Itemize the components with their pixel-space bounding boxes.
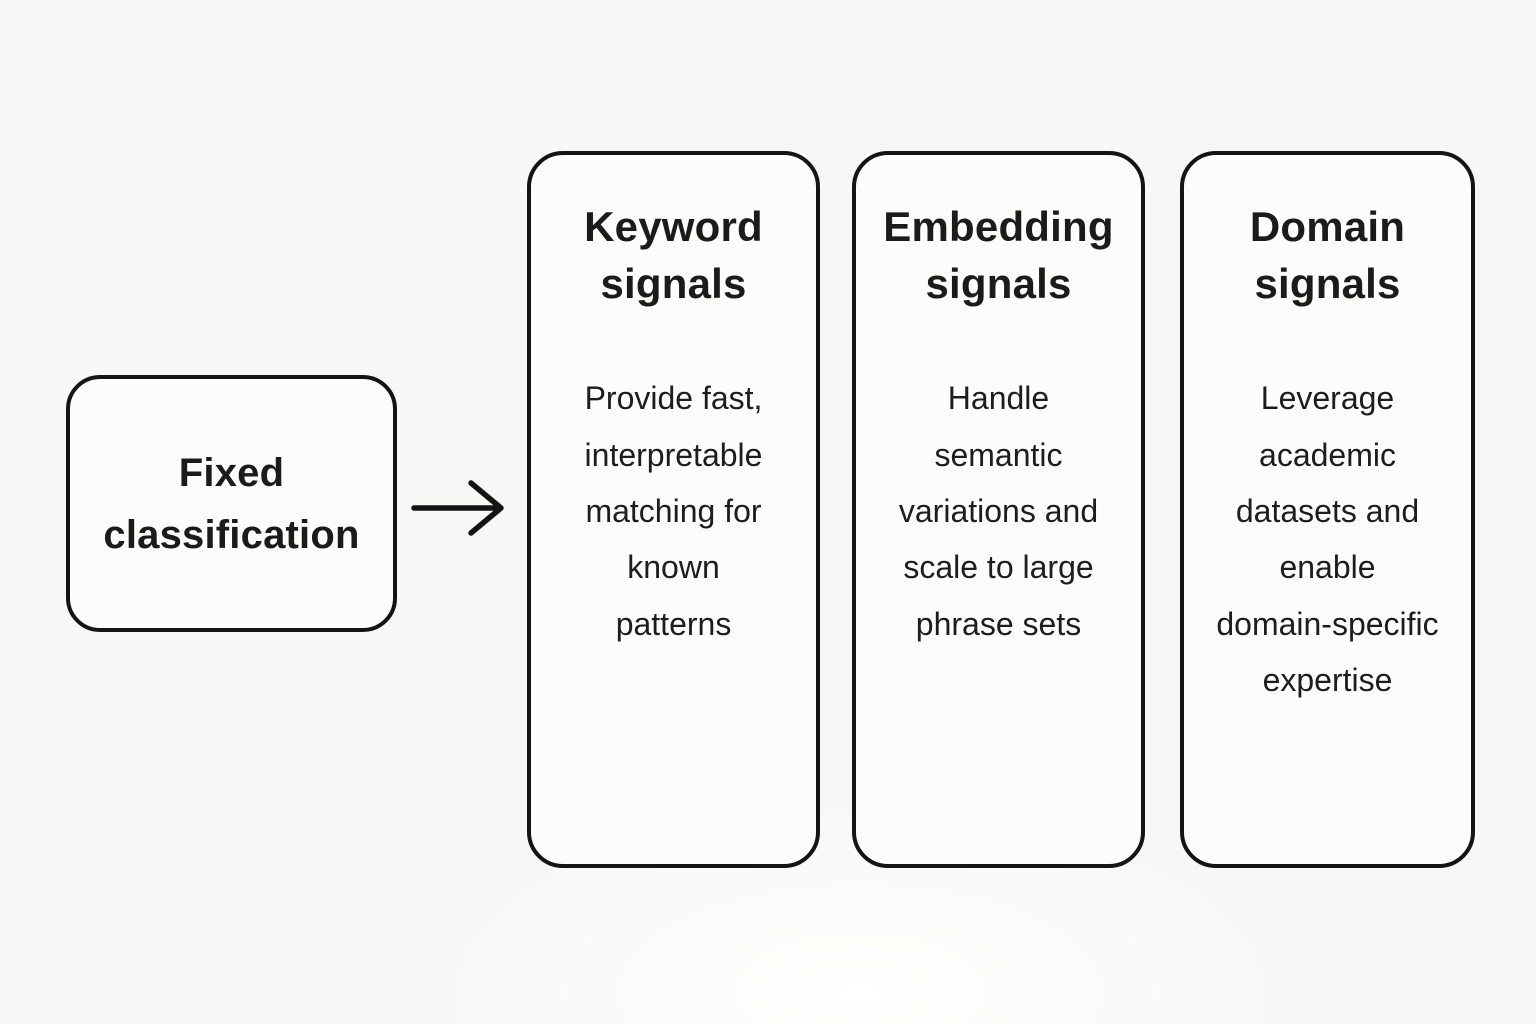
embedding-signals-title: Embedding signals bbox=[883, 203, 1114, 307]
domain-signals-card: Domain signals Leverage academic dataset… bbox=[1180, 151, 1475, 868]
fixed-classification-label: Fixed classification bbox=[103, 450, 360, 557]
keyword-signals-card: Keyword signals Provide fast, interpreta… bbox=[527, 151, 820, 868]
keyword-signals-title: Keyword signals bbox=[584, 203, 763, 307]
domain-signals-title: Domain signals bbox=[1249, 203, 1406, 307]
fixed-classification-box: Fixed classification bbox=[66, 375, 397, 632]
right-arrow-icon bbox=[411, 480, 504, 536]
domain-signals-description: Leverage academic datasets and enable do… bbox=[1216, 380, 1439, 698]
embedding-signals-card: Embedding signals Handle semantic variat… bbox=[852, 151, 1145, 868]
embedding-signals-description: Handle semantic variations and scale to … bbox=[898, 380, 1099, 642]
keyword-signals-description: Provide fast, interpretable matching for… bbox=[584, 380, 763, 642]
